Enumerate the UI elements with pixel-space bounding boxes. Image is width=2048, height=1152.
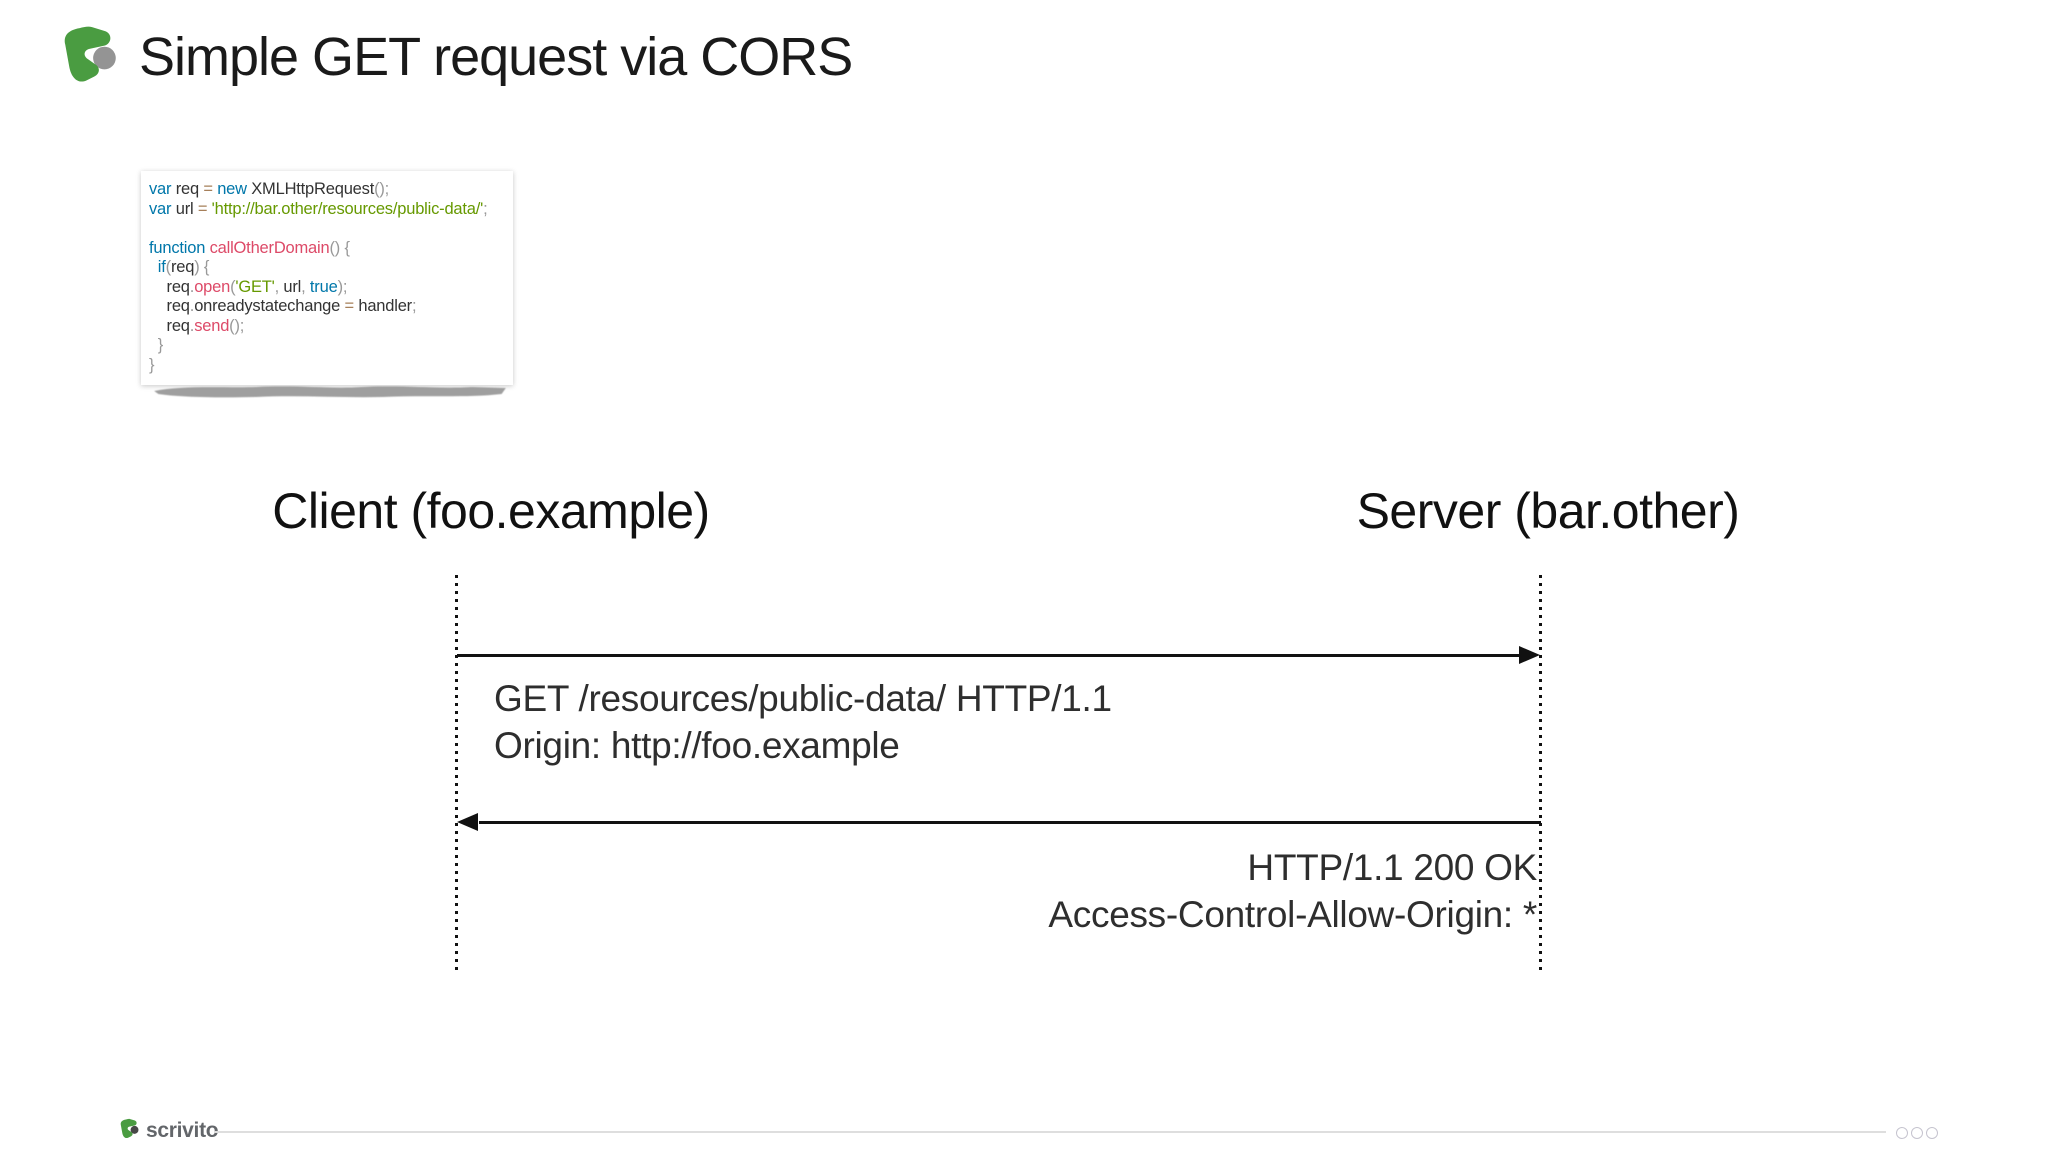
code-line <box>149 219 501 239</box>
response-arrow <box>479 821 1541 824</box>
code-line: req.send(); <box>149 316 245 335</box>
arrowhead-right-icon <box>1519 646 1540 664</box>
response-message-line2: Access-Control-Allow-Origin: * <box>1048 894 1537 935</box>
code-line: req.open('GET', url, true); <box>149 277 348 296</box>
server-actor-label: Server (bar.other) <box>1356 483 1740 539</box>
client-lifeline <box>455 575 458 975</box>
scrivito-footer-logo-icon <box>120 1118 139 1139</box>
code-line: req.onreadystatechange = handler; <box>149 297 417 315</box>
code-line: } <box>149 355 155 374</box>
code-line: var url = 'http://bar.other/resources/pu… <box>149 199 488 218</box>
code-snippet: var req = new XMLHttpRequest();var url =… <box>149 180 501 375</box>
client-actor-label: Client (foo.example) <box>272 483 710 539</box>
torn-paper-shadow <box>154 386 506 398</box>
pager-dot[interactable] <box>1911 1127 1923 1139</box>
request-arrow <box>457 654 1520 657</box>
response-message-line1: HTTP/1.1 200 OK <box>1247 847 1537 888</box>
slide-header: Simple GET request via CORS <box>57 24 853 90</box>
code-line: if(req) { <box>157 258 210 276</box>
arrowhead-left-icon <box>457 813 478 831</box>
request-message-line2: Origin: http://foo.example <box>494 725 900 766</box>
request-message-line1: GET /resources/public-data/ HTTP/1.1 <box>494 678 1112 719</box>
response-message: HTTP/1.1 200 OK Access-Control-Allow-Ori… <box>1048 844 1537 938</box>
pager-dots <box>1896 1127 1938 1139</box>
footer-brand-label: scrivito <box>146 1119 219 1142</box>
code-line: } <box>157 336 164 354</box>
code-line: var req = new XMLHttpRequest(); <box>149 180 390 198</box>
code-line: function callOtherDomain() { <box>149 238 350 257</box>
code-snippet-card: var req = new XMLHttpRequest();var url =… <box>141 171 513 398</box>
request-message: GET /resources/public-data/ HTTP/1.1 Ori… <box>494 675 1112 769</box>
pager-dot[interactable] <box>1926 1127 1938 1139</box>
slide-title: Simple GET request via CORS <box>139 27 853 87</box>
footer-divider-line <box>214 1131 1886 1133</box>
server-lifeline <box>1539 575 1542 975</box>
scrivito-logo-icon <box>64 26 116 82</box>
pager-dot[interactable] <box>1896 1127 1908 1139</box>
